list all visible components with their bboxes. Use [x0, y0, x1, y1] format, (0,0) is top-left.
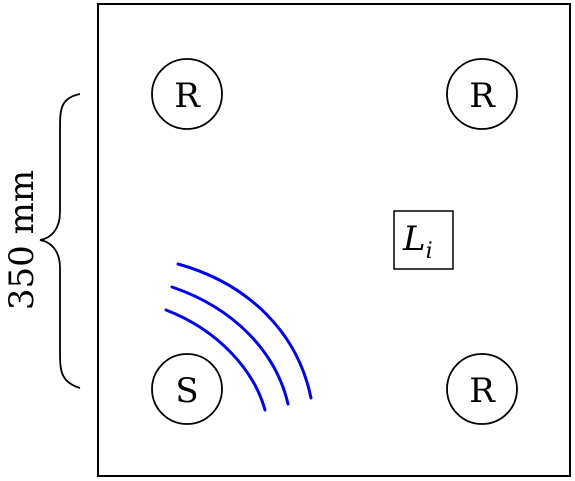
dimension-label: 350 mm: [2, 170, 42, 310]
location-label: Li: [402, 219, 433, 264]
location-box: [393, 210, 454, 270]
location-subscript: i: [426, 239, 433, 264]
wave-arc-middle: [170, 285, 290, 406]
wave-arc-inner: [164, 308, 267, 412]
signal-waves: [164, 262, 313, 412]
node-s-bottom-left: S: [151, 353, 223, 425]
location-letter: L: [402, 219, 426, 259]
location-marker: Li: [393, 210, 454, 270]
node-r-top-left: R: [151, 58, 223, 130]
wave-arc-outer: [176, 262, 313, 400]
node-label: R: [469, 76, 496, 116]
enclosure-frame: [97, 3, 571, 477]
dimension-brace: [39, 93, 81, 389]
node-label: R: [174, 76, 201, 116]
node-r-top-right: R: [446, 58, 518, 130]
node-label: S: [175, 371, 198, 411]
node-label: R: [469, 371, 496, 411]
node-r-bottom-right: R: [446, 353, 518, 425]
